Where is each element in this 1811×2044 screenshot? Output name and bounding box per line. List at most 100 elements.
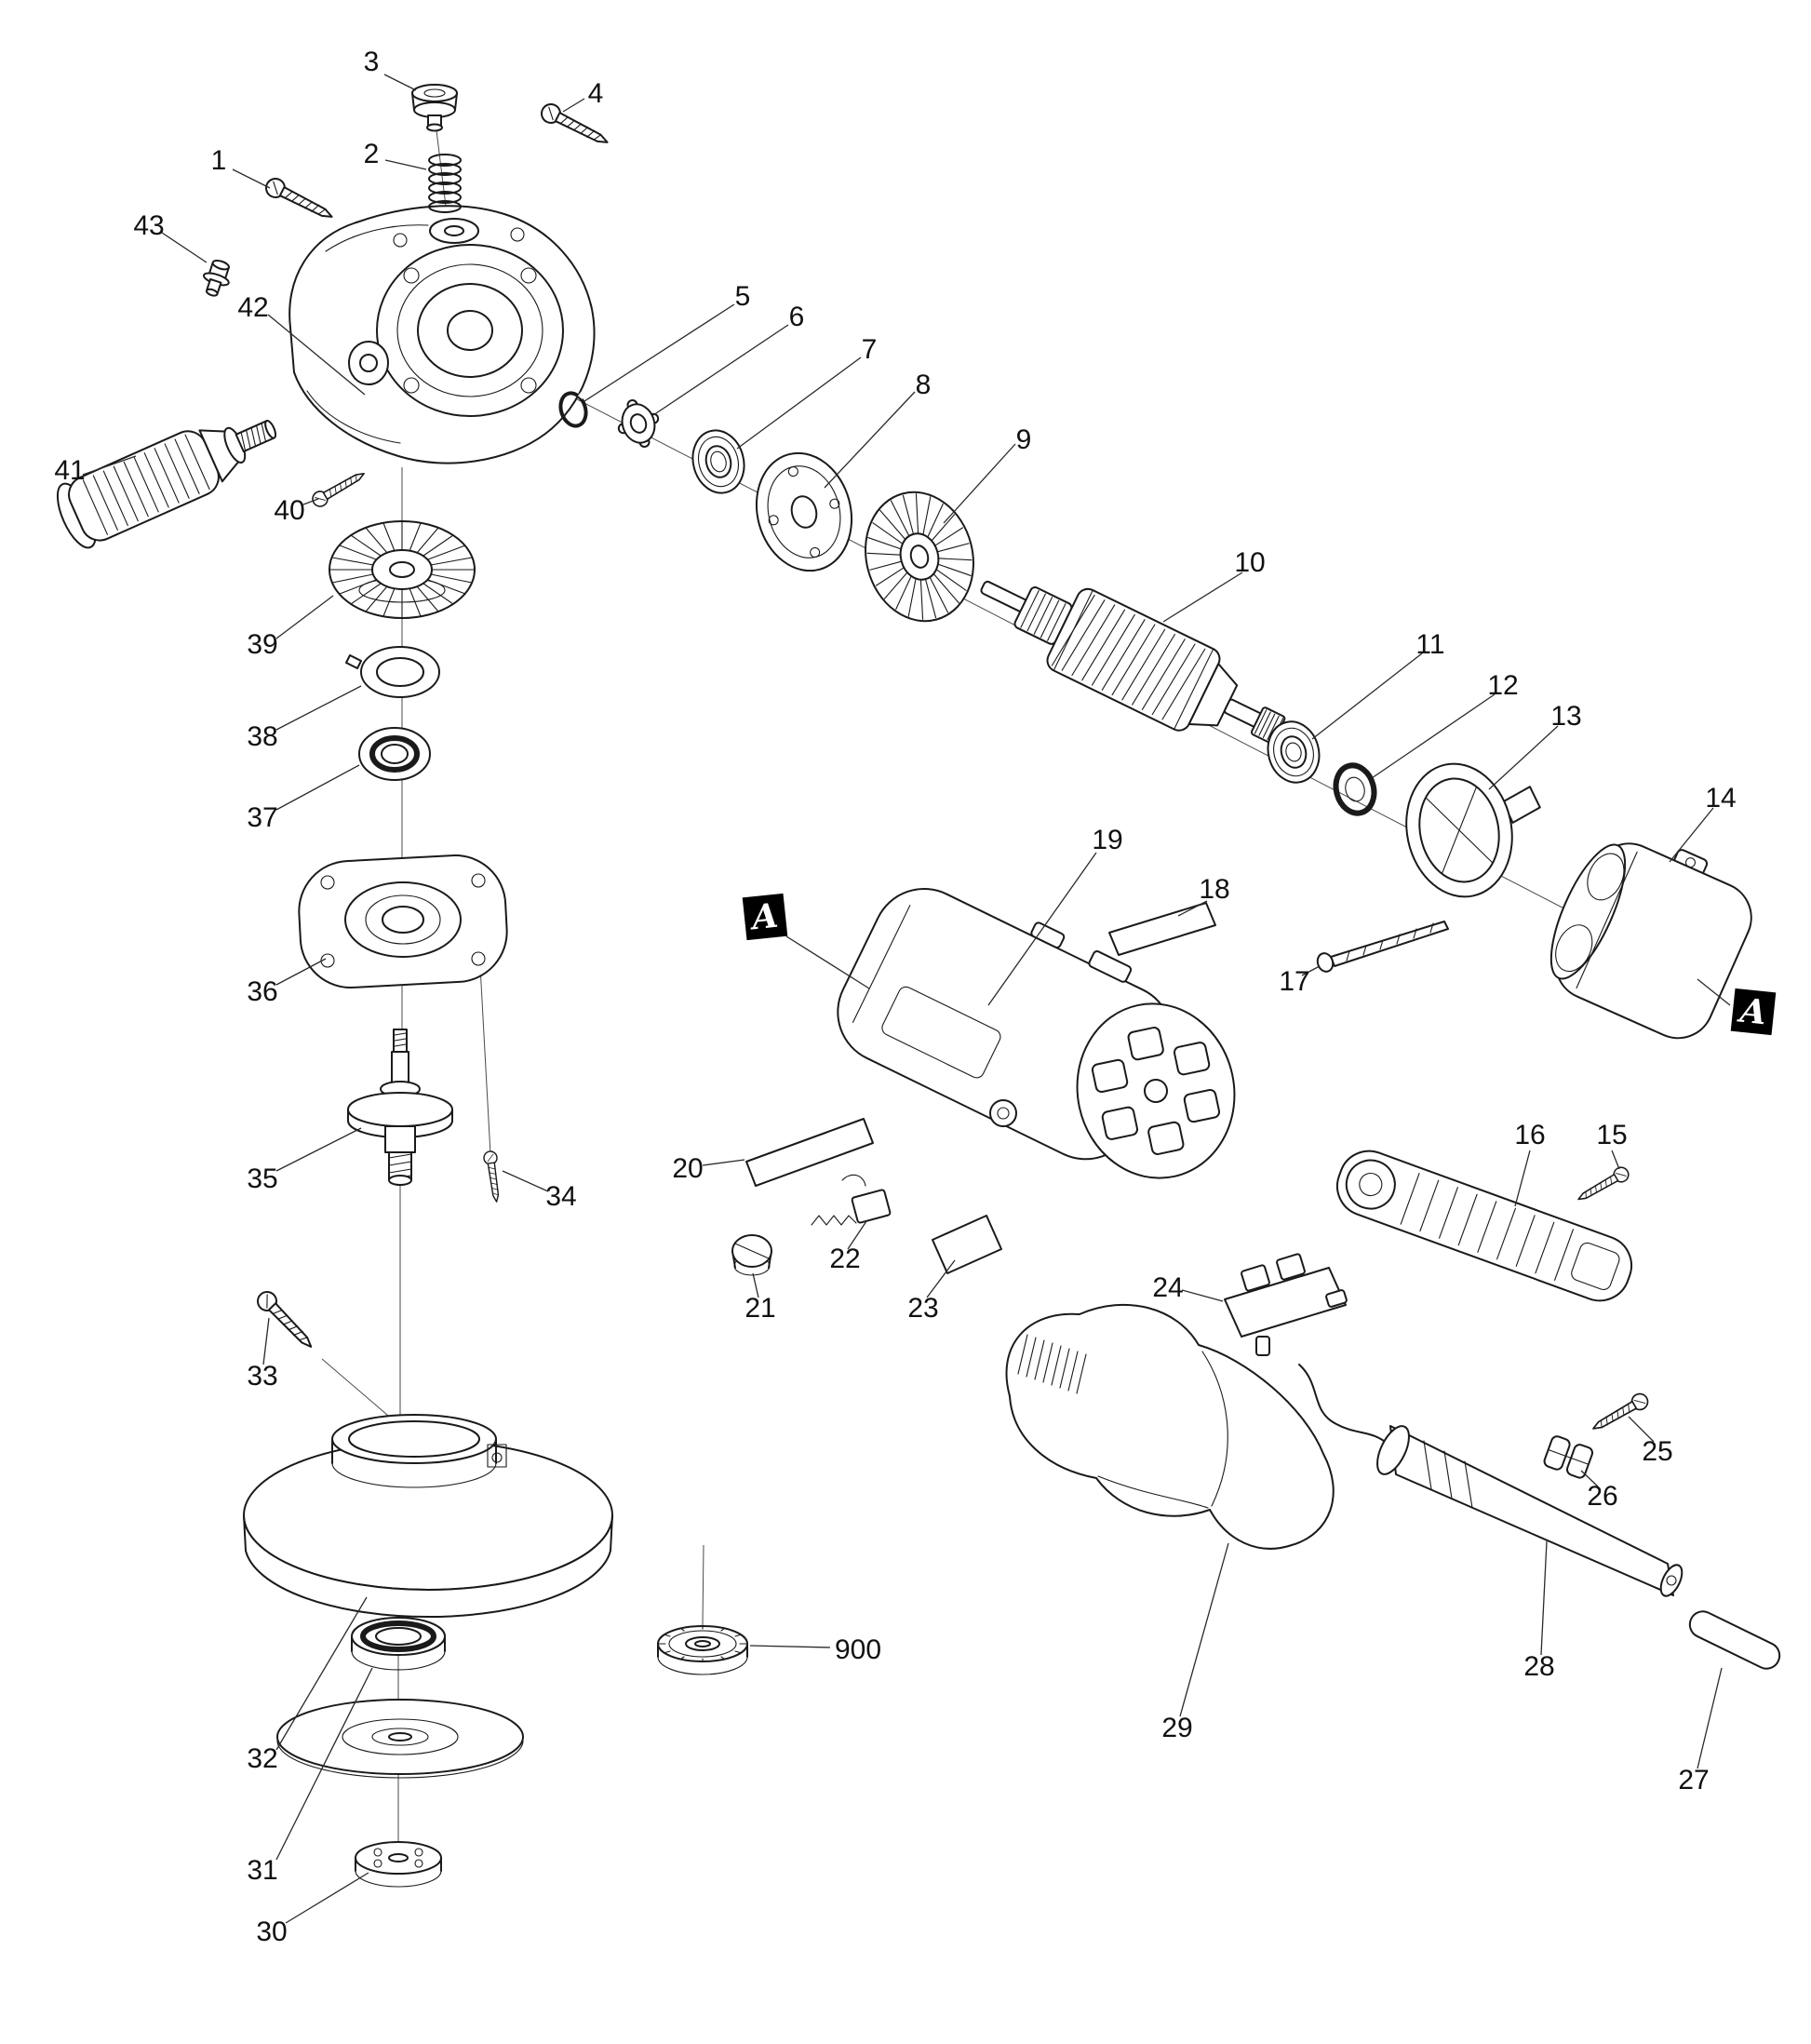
callout-35: 35 [247,1163,277,1194]
leader-29 [1179,1542,1229,1717]
part-35-spindle-drawing [347,1029,453,1186]
leader-18 [1177,900,1208,917]
part-17-long-screw-drawing [1316,921,1449,973]
leader-14 [1669,807,1714,863]
part-32-wheel-guard-drawing [243,1414,613,1619]
callout-7: 7 [862,334,878,365]
section-marker-left-letter: A [747,896,780,938]
part-22-carbon-brush-drawing [811,1174,892,1226]
leader-41 [82,455,137,476]
callout-9: 9 [1016,424,1032,455]
callout-21: 21 [745,1293,775,1324]
part-19-motor-housing-drawing [837,887,1236,1179]
part-26-cord-clamp-drawing [1543,1435,1594,1479]
leader-4 [562,98,585,113]
part-callouts: 1 2 3 4 5 6 7 8 9 10 11 12 13 14 15 16 1… [54,47,1736,1947]
part-21-brush-cap-drawing [731,1234,772,1276]
part-11-bearing-drawing [1267,720,1321,784]
callout-26: 26 [1587,1481,1617,1512]
section-marker-right: A [1730,988,1777,1036]
callout-29: 29 [1161,1713,1192,1743]
part-23-pad-drawing [932,1215,1002,1274]
leader-11 [1311,652,1423,740]
cord-line-drawing [1298,1364,1389,1446]
part-29-handle-cover-drawing [1005,1303,1335,1550]
callout-3: 3 [364,47,380,77]
callout-13: 13 [1550,701,1581,732]
leader-16 [1514,1150,1531,1207]
callout-17: 17 [1279,966,1309,997]
callout-22: 22 [829,1244,860,1274]
part-6-lock-cam-drawing [617,399,660,448]
part-38-lock-washer-drawing [345,646,440,698]
callout-18: 18 [1199,874,1229,905]
leader-23 [926,1259,956,1298]
part-34-screw-drawing [482,1150,504,1204]
callout-32: 32 [247,1743,277,1774]
callout-6: 6 [789,302,805,332]
leader-marker-right [1697,978,1731,1006]
callout-12: 12 [1487,670,1518,701]
part-33-screw-drawing [252,1286,319,1354]
leader-900 [749,1645,831,1648]
leader-38 [275,685,362,731]
part-42-gear-housing-drawing [288,205,596,464]
leader-43 [161,232,208,263]
part-40-screw-drawing [309,466,369,510]
leader-9 [943,443,1016,524]
callout-4: 4 [588,78,604,109]
callout-27: 27 [1678,1765,1709,1795]
leader-39 [275,595,334,639]
leader-marker-left [785,935,870,989]
callout-15: 15 [1596,1120,1627,1150]
leader-13 [1488,725,1559,790]
leader-42 [267,314,366,396]
leader-32 [275,1596,368,1751]
leader-24 [1181,1289,1224,1302]
callout-41: 41 [54,455,85,486]
part-37-bearing-drawing [358,727,431,781]
leader-37 [275,764,360,811]
leader-10 [1162,572,1243,623]
part-10-armature-drawing [980,580,1286,745]
part-24-switch-drawing [1224,1253,1348,1356]
callout-38: 38 [247,721,277,752]
callout-5: 5 [735,281,751,312]
leader-26 [1580,1470,1599,1487]
part-36-bearing-box-drawing [298,854,508,988]
callout-25: 25 [1642,1436,1672,1467]
callout-11: 11 [1415,629,1444,660]
part-16-handle-half-drawing [1335,1150,1633,1302]
callout-23: 23 [907,1293,938,1324]
leader-28 [1540,1540,1548,1656]
callout-28: 28 [1523,1651,1554,1682]
leader-40 [302,498,319,505]
callout-40: 40 [274,495,304,526]
grinding-wheel-drawing [276,1699,524,1779]
callout-37: 37 [247,802,277,833]
leader-25 [1628,1416,1655,1443]
callout-900: 900 [835,1634,881,1665]
part-1-screw-drawing [262,174,338,226]
callout-1: 1 [211,145,227,176]
leader-22 [847,1220,867,1250]
part-31-flange-drawing [351,1617,446,1671]
leader-17 [1301,965,1321,976]
part-12-ring-drawing [1333,762,1377,816]
leader-34 [502,1170,549,1192]
leader-8 [824,391,916,489]
leader-27 [1697,1667,1723,1769]
part-28-cord-guard-drawing [1376,1425,1684,1597]
leader-3 [383,74,417,91]
leader-30 [285,1872,369,1924]
part-27-cord-drawing [1688,1610,1781,1670]
section-marker-left: A [742,893,788,941]
part-5-circlip-drawing [558,390,588,428]
callout-14: 14 [1705,783,1736,814]
part-7-bearing-drawing [691,429,745,494]
callout-20: 20 [672,1153,703,1184]
callout-43: 43 [133,210,164,241]
callout-33: 33 [247,1361,277,1392]
